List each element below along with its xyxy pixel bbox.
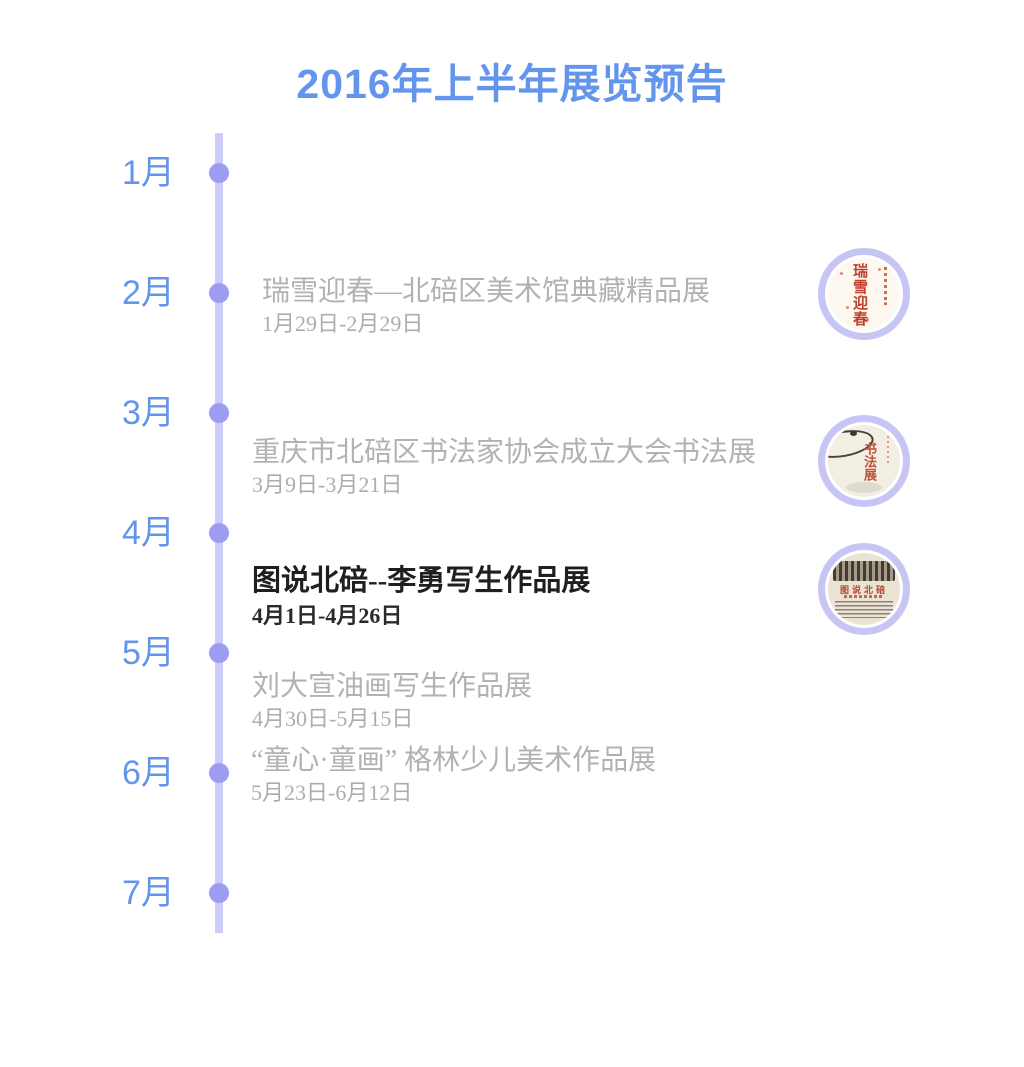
timeline-dot-apr <box>209 523 229 543</box>
month-label-jun: 6月 <box>122 754 175 792</box>
timeline-dot-jul <box>209 883 229 903</box>
exhibition-title[interactable]: 图说北碚--李勇写生作品展 <box>252 565 591 597</box>
ink-blob <box>850 431 857 436</box>
exhibition-entry: 瑞雪迎春—北碚区美术馆典藏精品展 1月29日-2月29日 <box>262 276 710 336</box>
timeline-dot-jan <box>209 163 229 183</box>
month-label-apr: 4月 <box>122 514 175 552</box>
timeline-dot-jun <box>209 763 229 783</box>
month-label-jul: 7月 <box>122 874 175 912</box>
poster-side-caption <box>884 267 887 305</box>
timeline-dot-feb <box>209 283 229 303</box>
exhibition-thumbnail-shufazhan[interactable]: 书法展 <box>818 415 910 507</box>
poster-side-caption <box>887 431 889 465</box>
exhibition-title[interactable]: 重庆市北碚区书法家协会成立大会书法展 <box>252 437 757 468</box>
exhibition-date: 5月23日-6月12日 <box>251 780 413 805</box>
sketch-panorama-band <box>833 561 895 581</box>
exhibition-entry-current: 图说北碚--李勇写生作品展 4月1日-4月26日 <box>252 564 590 628</box>
exhibition-title[interactable]: “童心·童画” 格林少儿美术作品展 <box>251 745 657 776</box>
month-label-mar: 3月 <box>122 394 175 432</box>
exhibition-date: 3月9日-3月21日 <box>252 472 403 497</box>
poster-fine-print-lines <box>835 601 893 618</box>
month-label-feb: 2月 <box>122 274 175 312</box>
poster-calligraphy-text: 瑞雪迎春 <box>851 263 867 327</box>
exhibition-title[interactable]: 瑞雪迎春—北碚区美术馆典藏精品展 <box>262 276 711 307</box>
ink-smudge <box>846 482 882 493</box>
month-label-jan: 1月 <box>122 154 175 192</box>
poster-image-tushuo: 图说北碚 <box>828 553 900 625</box>
exhibition-date: 1月29日-2月29日 <box>262 311 424 336</box>
exhibition-entry: “童心·童画” 格林少儿美术作品展 5月23日-6月12日 <box>251 745 656 805</box>
poster-calligraphy-text: 书法展 <box>862 442 877 481</box>
month-label-may: 5月 <box>122 634 175 672</box>
poster-title-text: 图说北碚 <box>839 585 888 595</box>
timeline-dot-may <box>209 643 229 663</box>
exhibition-entry: 刘大宣油画写生作品展 4月30日-5月15日 <box>252 671 532 731</box>
plum-blossom-dots <box>840 272 843 275</box>
exhibition-thumbnail-ruixue[interactable]: 瑞雪迎春 <box>818 248 910 340</box>
exhibition-date: 4月1日-4月26日 <box>252 603 403 628</box>
poster-subtitle-line <box>844 595 884 598</box>
exhibition-entry: 重庆市北碚区书法家协会成立大会书法展 3月9日-3月21日 <box>252 437 756 497</box>
exhibition-date: 4月30日-5月15日 <box>252 706 414 731</box>
page-title: 2016年上半年展览预告 <box>296 61 728 107</box>
timeline-dot-mar <box>209 403 229 423</box>
exhibition-thumbnail-tushuo[interactable]: 图说北碚 <box>818 543 910 635</box>
poster-image-shufazhan: 书法展 <box>828 425 900 497</box>
exhibition-title[interactable]: 刘大宣油画写生作品展 <box>252 671 533 702</box>
poster-image-ruixue: 瑞雪迎春 <box>828 258 900 330</box>
